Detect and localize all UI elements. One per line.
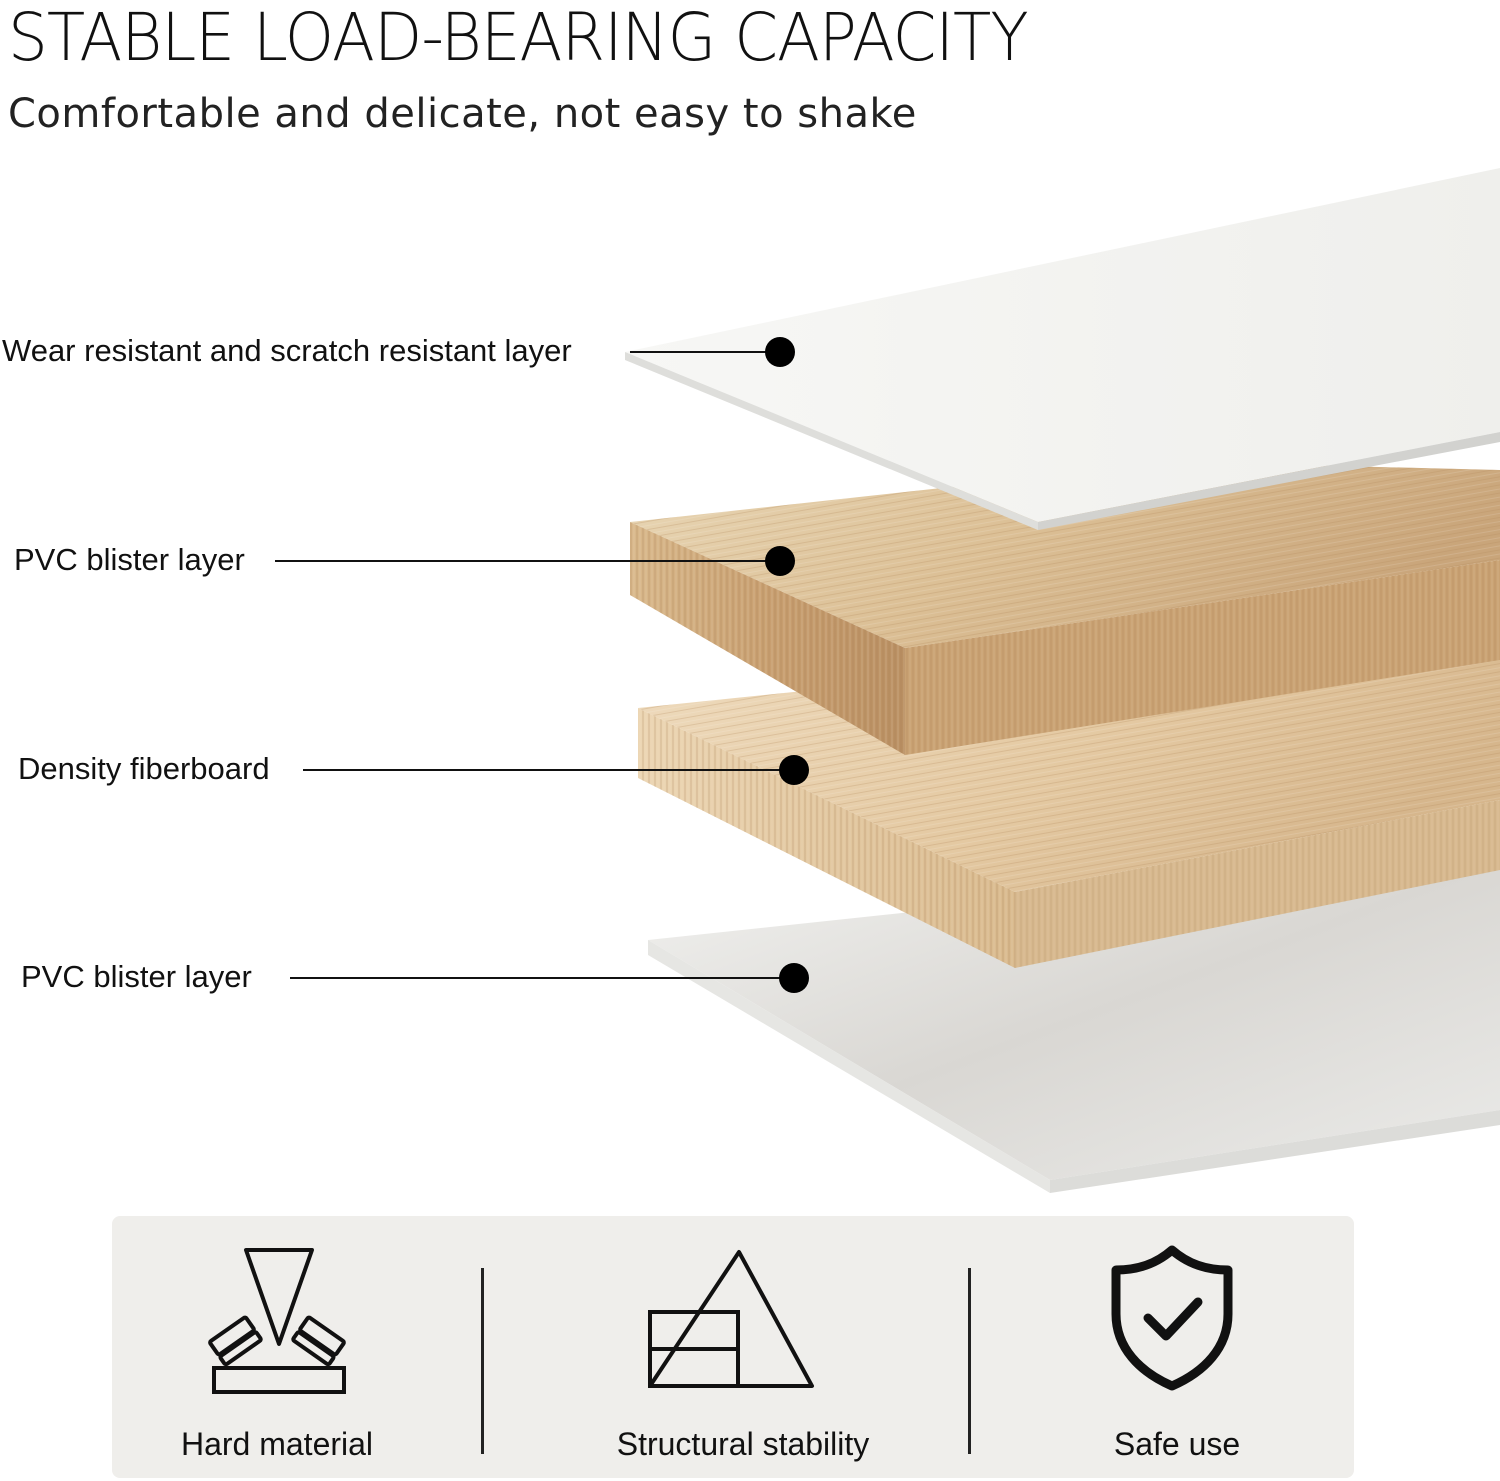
feature-divider-1	[481, 1268, 484, 1454]
layer-bottom-pvc-board	[648, 860, 1500, 1193]
structural-stability-icon	[648, 1250, 814, 1388]
feature-label-hard-material: Hard material	[180, 1426, 374, 1462]
leader-line-1	[630, 337, 795, 367]
layer-label-density-fiberboard: Density fiberboard	[18, 751, 270, 786]
feature-hard-material: Hard material	[112, 1216, 442, 1478]
layer-diagram	[275, 168, 1500, 1193]
leader-line-4	[290, 963, 809, 993]
layer-wood-grain	[630, 462, 1500, 755]
hard-material-icon	[208, 1248, 346, 1394]
feature-structural-stability: Structural stability	[508, 1216, 978, 1478]
leader-line-2	[275, 546, 795, 576]
page-subtitle: Comfortable and delicate, not easy to sh…	[8, 91, 917, 137]
feature-safe-use: Safe use	[1012, 1216, 1342, 1478]
leader-line-3	[303, 755, 809, 785]
features-panel: Hard material Structural stability Safe …	[112, 1216, 1354, 1478]
page-title: STABLE LOAD-BEARING CAPACITY	[8, 0, 1029, 76]
feature-label-structural-stability: Structural stability	[616, 1426, 870, 1462]
feature-divider-2	[968, 1268, 971, 1454]
feature-label-safe-use: Safe use	[1113, 1426, 1241, 1462]
layer-top-white-board	[625, 168, 1500, 530]
shield-check-icon	[1111, 1245, 1233, 1391]
layer-label-pvc-blister-bottom: PVC blister layer	[21, 959, 252, 994]
layer-label-wear-resistant: Wear resistant and scratch resistant lay…	[2, 333, 572, 368]
layer-label-pvc-blister-top: PVC blister layer	[14, 542, 245, 577]
